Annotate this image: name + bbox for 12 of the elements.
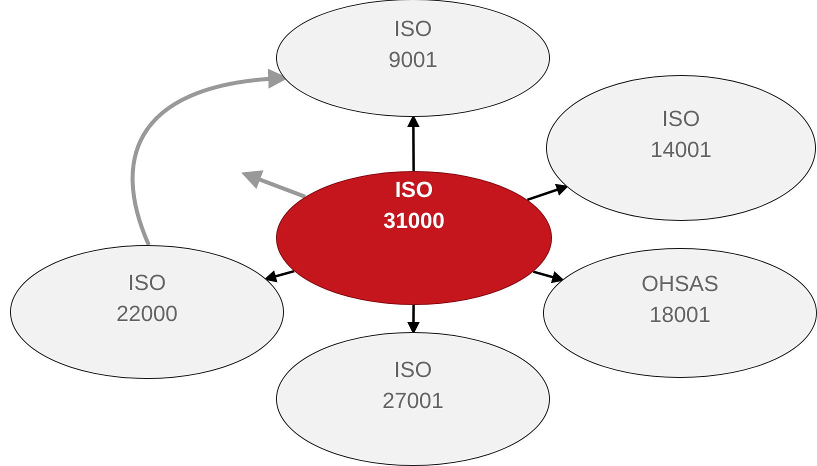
node-label: OHSAS 18001	[640, 270, 720, 329]
node-label: ISO 22000	[115, 269, 179, 328]
arrow	[533, 270, 565, 284]
arrow	[264, 270, 294, 282]
arrow	[526, 184, 569, 201]
arrow	[241, 170, 306, 199]
node-label: ISO 31000	[382, 176, 446, 235]
arrow	[407, 305, 420, 334]
arrow	[407, 114, 420, 171]
node-label: ISO 9001	[388, 15, 438, 74]
node-label: ISO 27001	[381, 356, 445, 415]
node-label: ISO 14001	[649, 105, 713, 164]
